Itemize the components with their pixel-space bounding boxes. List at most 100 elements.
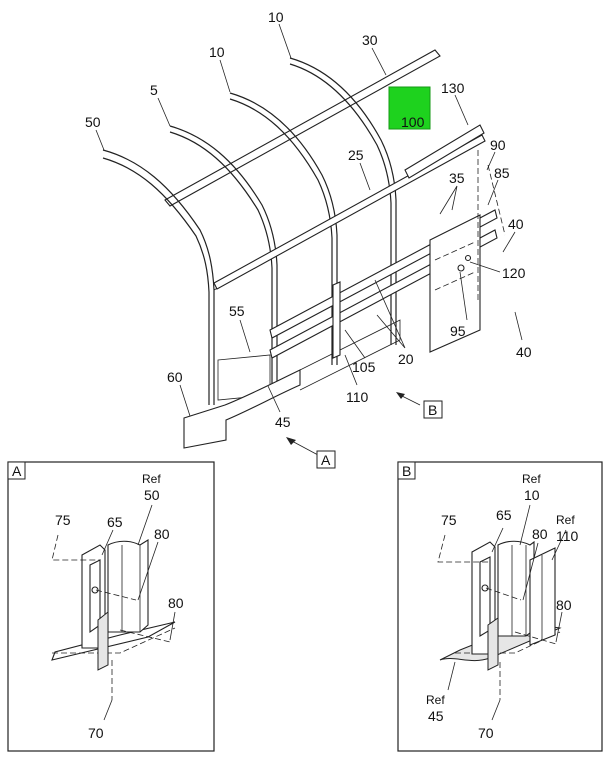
callout-10b: 10 (209, 44, 225, 60)
bolt-95 (457, 264, 465, 272)
detail-b-ref-right: Ref (556, 513, 575, 527)
leader-120 (469, 261, 501, 273)
main-assembly: 10 10 30 5 50 100 130 25 90 35 85 40 120… (85, 9, 532, 469)
leader-130 (454, 94, 469, 126)
detail-b-rail (529, 547, 556, 646)
detail-a-foot (97, 610, 109, 671)
callout-90: 90 (490, 137, 506, 153)
leader-40a (502, 231, 516, 253)
leader-10b (219, 59, 231, 93)
detail-b-75: 75 (441, 512, 457, 528)
bolt-120 (464, 254, 472, 262)
detail-a-80a: 80 (154, 526, 170, 542)
leader-40b (514, 311, 523, 341)
detail-b-ref-right-num: 110 (556, 528, 579, 544)
leader-35 (439, 185, 458, 215)
detail-b-dash-80b (514, 631, 557, 645)
detail-a-leader-80b (169, 611, 176, 641)
detail-a-ref-num: 50 (144, 487, 160, 503)
detail-a-bolt (91, 586, 99, 594)
side-dash-1 (434, 241, 476, 261)
detail-a-post (107, 539, 149, 633)
detail-a-title: A (12, 463, 22, 479)
detail-a-75: 75 (55, 512, 71, 528)
detail-b-leader-65 (491, 527, 504, 553)
callout-105: 105 (352, 359, 376, 375)
callout-25: 25 (348, 147, 364, 163)
leader-30 (371, 47, 387, 76)
highlight-box (388, 86, 431, 130)
callout-5: 5 (150, 82, 158, 98)
detail-a-80b: 80 (168, 595, 184, 611)
view-arrow-b-head (396, 392, 405, 399)
post-105 (332, 281, 341, 359)
leader-55 (239, 319, 251, 353)
detail-b-leader-80b (555, 611, 563, 643)
bow-50 (102, 149, 215, 405)
detail-a-leader-ref (137, 504, 153, 546)
callout-110: 110 (346, 389, 369, 405)
detail-b-title-box (397, 461, 416, 480)
callout-85: 85 (494, 165, 510, 181)
base-rail-110 (299, 319, 401, 391)
callout-95: 95 (450, 323, 466, 339)
detail-b-70: 70 (478, 725, 494, 741)
detail-b-leader-80a (522, 542, 539, 601)
leader-85 (487, 179, 499, 206)
callout-40b: 40 (516, 344, 532, 360)
detail-a-70: 70 (88, 725, 104, 741)
leader-105 (344, 329, 366, 359)
detail-a-ref: Ref (142, 472, 161, 486)
detail-b-ref-top: Ref (522, 472, 541, 486)
detail-b-leader-45 (447, 661, 456, 691)
view-ref-b-box (423, 400, 443, 419)
callout-10a: 10 (268, 9, 284, 25)
view-ref-a: A (321, 452, 331, 468)
callout-130: 130 (441, 80, 465, 96)
leader-110 (344, 354, 358, 386)
detail-b-post-inner (511, 545, 527, 636)
detail-b-leader-70b (491, 699, 501, 721)
view-arrow-a (289, 439, 319, 456)
detail-a-leader-80a (137, 541, 159, 601)
detail-b-bolt (481, 584, 489, 592)
view-ref-a-box (316, 450, 336, 469)
side-dash-2 (434, 271, 476, 291)
detail-b-ref-bottom: Ref (426, 693, 445, 707)
detail-a-dash-80a (95, 589, 137, 601)
leader-90 (486, 151, 496, 171)
detail-a-leader-75 (51, 534, 100, 561)
detail-b-ref-bottom-num: 45 (428, 708, 444, 724)
detail-b: B Ref 10 Ref 110 75 65 80 80 Re (397, 461, 603, 752)
leader-20 (374, 279, 406, 349)
detail-b-80b: 80 (556, 597, 572, 613)
detail-b-post (497, 540, 535, 637)
panel-60 (183, 369, 301, 449)
detail-b-leader-110 (551, 529, 567, 561)
detail-b-ref-top-num: 10 (524, 487, 540, 503)
detail-a-65: 65 (107, 514, 123, 530)
callout-30: 30 (362, 32, 378, 48)
leader-10a (278, 23, 292, 59)
detail-b-title: B (402, 463, 411, 479)
detail-a-dash-base (52, 627, 176, 654)
leader-50 (95, 129, 105, 151)
detail-a-post-inner (121, 545, 141, 632)
detail-b-dash-80a (485, 587, 522, 601)
detail-b-leader-ref (519, 504, 531, 546)
detail-b-foot (487, 617, 499, 671)
view-arrow-a-head (286, 437, 296, 445)
detail-b-leader-75 (437, 534, 490, 563)
bow-50-inner (102, 157, 210, 405)
callout-60: 60 (167, 369, 183, 385)
side-dash-4 (487, 164, 506, 236)
callout-100: 100 (401, 114, 425, 130)
callout-20: 20 (398, 351, 414, 367)
view-ref-b: B (428, 402, 437, 418)
leader-45 (267, 385, 281, 413)
callout-35: 35 (449, 170, 465, 186)
detail-a: A Ref 50 75 65 80 80 70 (7, 461, 215, 752)
detail-b-80a: 80 (532, 526, 548, 542)
